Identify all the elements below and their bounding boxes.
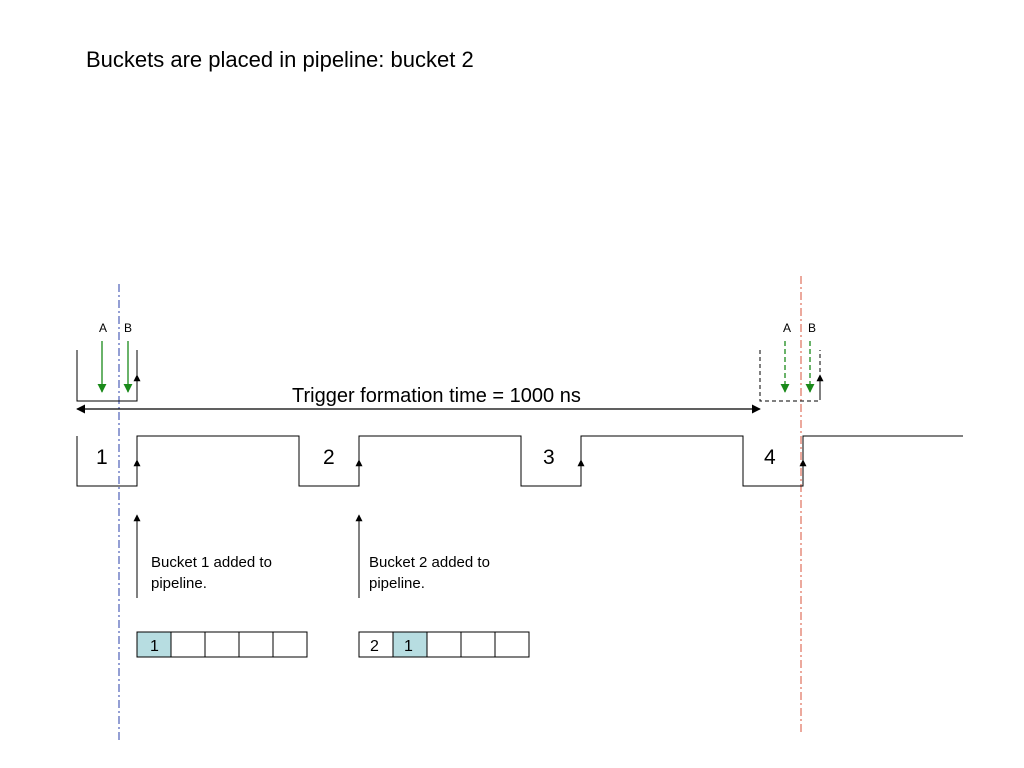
pipeline-1-cell [170, 631, 206, 658]
right-a-label: A [783, 321, 791, 335]
pipeline-2-cell [494, 631, 530, 658]
annotation-1-line1: Bucket 1 added to [151, 554, 272, 571]
trigger-time-label: Trigger formation time = 1000 ns [292, 385, 581, 407]
pipeline-1-cell [136, 631, 172, 658]
page-title: Buckets are placed in pipeline: bucket 2 [86, 47, 474, 72]
bucket-label-2: 2 [323, 446, 335, 469]
pipeline-1: 1 [136, 631, 308, 658]
right-ab-window [759, 350, 821, 402]
pipeline-1-cell [272, 631, 308, 658]
bucket-waveform [76, 435, 963, 487]
pipeline-2-cell-text: 1 [404, 638, 413, 655]
pipeline-2-cell-text: 2 [370, 638, 379, 655]
pipeline-1-cell-text: 1 [150, 638, 159, 655]
pipeline-2-cell [460, 631, 496, 658]
pipeline-2-cell [426, 631, 462, 658]
annotation-2-line2: pipeline. [369, 575, 425, 592]
bucket-label-1: 1 [96, 446, 108, 469]
annotation-1-line2: pipeline. [151, 575, 207, 592]
pipeline-1-cell [238, 631, 274, 658]
left-a-label: A [99, 321, 107, 335]
pipeline-2: 2 1 [358, 631, 530, 658]
pipeline-1-cell [204, 631, 240, 658]
annotation-2-line1: Bucket 2 added to [369, 554, 490, 571]
bucket-label-4: 4 [764, 446, 776, 469]
right-b-label: B [808, 321, 816, 335]
left-b-label: B [124, 321, 132, 335]
pipeline-2-cell [392, 631, 428, 658]
bucket-label-3: 3 [543, 446, 555, 469]
